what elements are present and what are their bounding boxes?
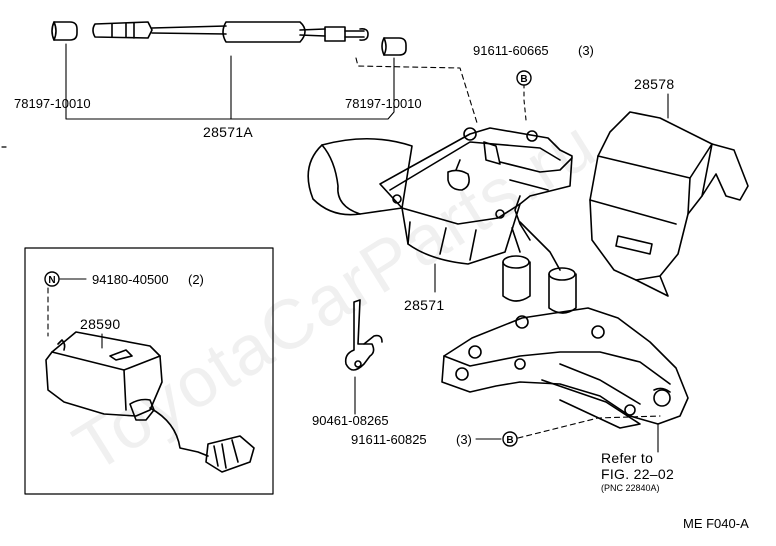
- part-94180-label: 94180-40500: [92, 272, 169, 287]
- marker-n-icon: [44, 271, 60, 287]
- marker-n-text: N: [48, 275, 55, 286]
- part-90461-label: 90461-08265: [312, 413, 389, 428]
- marker-b-top-text: B: [520, 74, 527, 85]
- figure-reference-link[interactable]: FIG. 22–02: [601, 466, 675, 482]
- link-rod: [92, 21, 369, 43]
- refer-to-text: Refer to: [601, 450, 654, 466]
- page-code: ME F040-A: [683, 516, 749, 531]
- part-91611-bottom-qty: (3): [456, 432, 472, 447]
- marker-b-bottom-text: B: [506, 435, 513, 446]
- part-91611-top-qty: (3): [578, 43, 594, 58]
- relay-28590: [45, 331, 255, 473]
- part-94180-qty: (2): [188, 272, 204, 287]
- mounting-bracket: [441, 307, 689, 429]
- pnc-reference: (PNC 22840A): [601, 483, 660, 493]
- inset-frame: [24, 247, 274, 495]
- part-28590-label: 28590: [80, 316, 121, 332]
- motor-connectors: [502, 255, 577, 314]
- wiper-motor: [307, 127, 573, 271]
- part-91611-top-label: 91611-60665: [473, 43, 549, 58]
- marker-b-bottom-icon: [502, 431, 518, 447]
- part-28571-label: 28571: [404, 297, 445, 313]
- wire-clamp: [344, 299, 383, 371]
- part-91611-bottom-label: 91611-60825: [351, 432, 427, 447]
- part-28571a-label: 28571A: [203, 124, 254, 140]
- part-28578-label: 28578: [634, 76, 675, 92]
- motor-cover: [589, 111, 749, 297]
- marker-b-top-icon: [516, 70, 532, 86]
- part-78197-left-label: 78197-10010: [14, 96, 91, 111]
- cap-right: [381, 37, 407, 56]
- cap-left: [51, 21, 78, 41]
- part-78197-right-label: 78197-10010: [345, 96, 422, 111]
